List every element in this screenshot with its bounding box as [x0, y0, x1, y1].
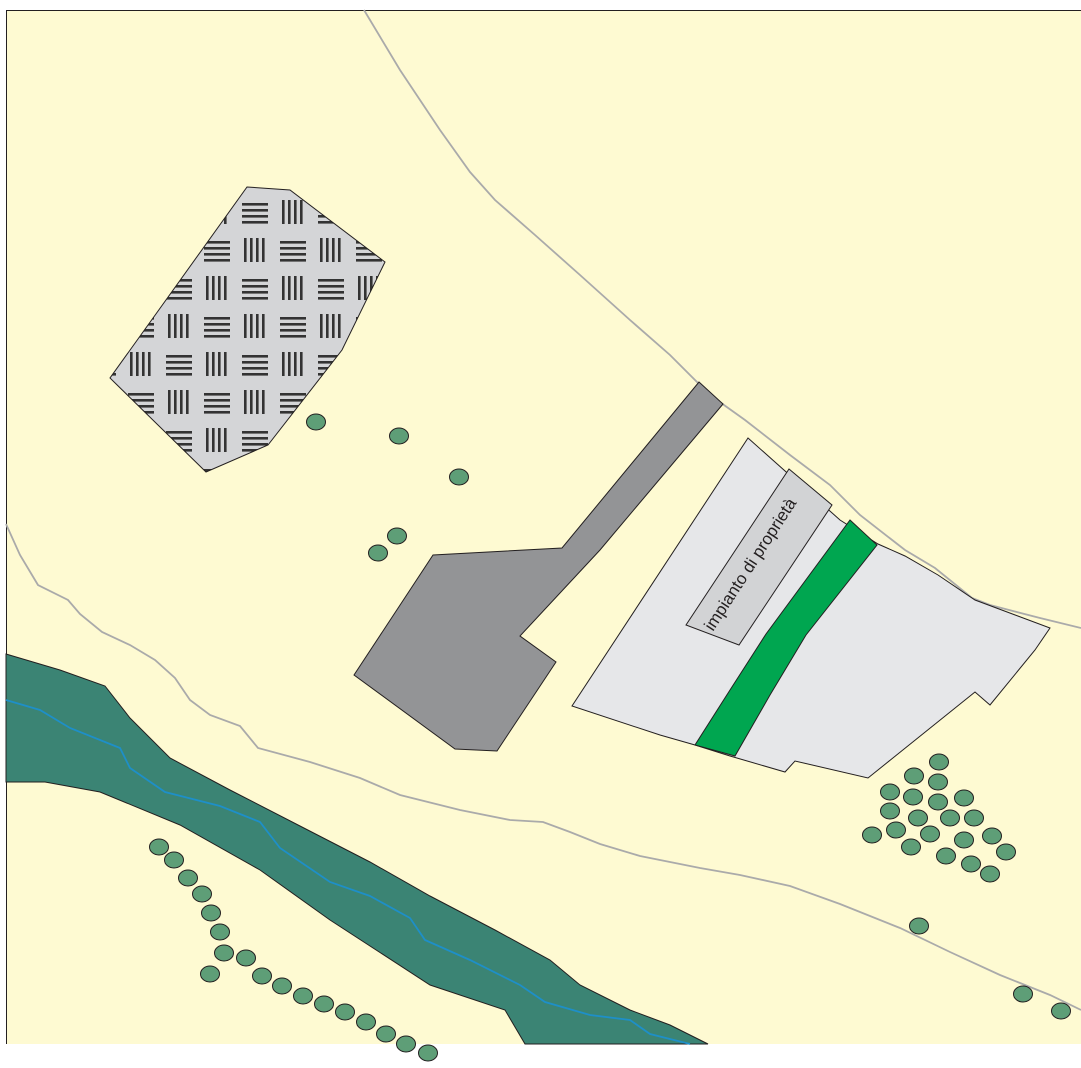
tree [314, 995, 334, 1013]
tree [293, 987, 313, 1005]
green-strip [694, 519, 878, 757]
tree [389, 427, 409, 445]
tree [449, 468, 469, 486]
tree [996, 843, 1016, 861]
tree [904, 767, 924, 785]
tree [306, 413, 326, 431]
road-line-lower [5, 523, 1081, 1011]
tree [920, 825, 940, 843]
tree [335, 1003, 355, 1021]
tree [908, 809, 928, 827]
tree [928, 793, 948, 811]
tree [396, 1035, 416, 1053]
tree [376, 1025, 396, 1043]
tree [964, 809, 984, 827]
tree [200, 965, 220, 983]
tree [961, 855, 981, 873]
river-centerline [5, 699, 691, 1045]
tree [880, 783, 900, 801]
tree [901, 838, 921, 856]
tree [418, 1044, 438, 1062]
tree [886, 821, 906, 839]
tree [1013, 985, 1033, 1003]
tree [178, 869, 198, 887]
tree [164, 851, 184, 869]
tree [903, 788, 923, 806]
tree [880, 802, 900, 820]
hatched-area [109, 186, 386, 473]
tree [980, 865, 1000, 883]
tree [928, 773, 948, 791]
tree [236, 949, 256, 967]
plant-label-box [685, 468, 833, 646]
tree [909, 917, 929, 935]
tree [862, 826, 882, 844]
tree [368, 544, 388, 562]
tree [201, 904, 221, 922]
tree [356, 1013, 376, 1031]
tree [929, 753, 949, 771]
land-background [6, 10, 1081, 1044]
tree [1051, 1002, 1071, 1020]
tree [210, 923, 230, 941]
tree [936, 847, 956, 865]
tree [982, 827, 1002, 845]
tree [272, 977, 292, 995]
tree [954, 831, 974, 849]
river [5, 653, 709, 1045]
tree [252, 967, 272, 985]
tree [940, 809, 960, 827]
tree [387, 527, 407, 545]
tree [192, 885, 212, 903]
trees [149, 413, 1071, 1062]
access-road [353, 381, 724, 752]
tree [149, 838, 169, 856]
tree [214, 944, 234, 962]
road-line-upper [363, 9, 1081, 629]
tree [954, 789, 974, 807]
